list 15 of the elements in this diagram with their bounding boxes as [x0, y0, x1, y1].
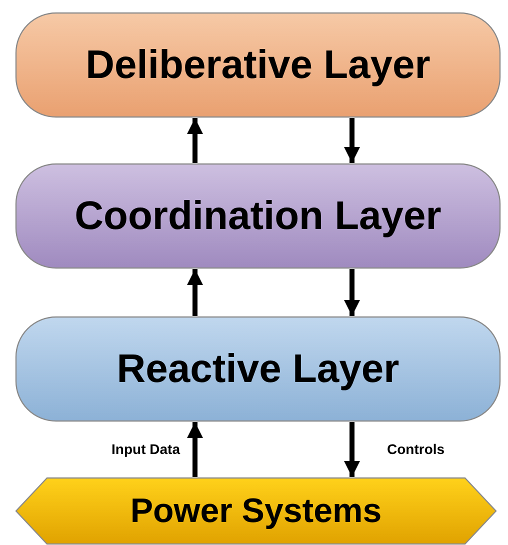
layer-box: [15, 163, 501, 269]
layer-title: Power Systems: [130, 492, 382, 530]
layer-box: [15, 12, 501, 118]
layer-box: [15, 316, 501, 422]
arrow: [344, 422, 360, 477]
arrow: [344, 118, 360, 163]
arrow: [187, 269, 203, 316]
layer-title: Deliberative Layer: [86, 42, 430, 88]
layer-title: Reactive Layer: [116, 346, 400, 392]
edge-label: Controls: [386, 440, 446, 456]
arrow: [187, 118, 203, 163]
arrow: [187, 422, 203, 477]
arrow: [344, 269, 360, 316]
hexagon-box: [15, 477, 497, 545]
layer-title: Coordination Layer: [74, 194, 442, 238]
